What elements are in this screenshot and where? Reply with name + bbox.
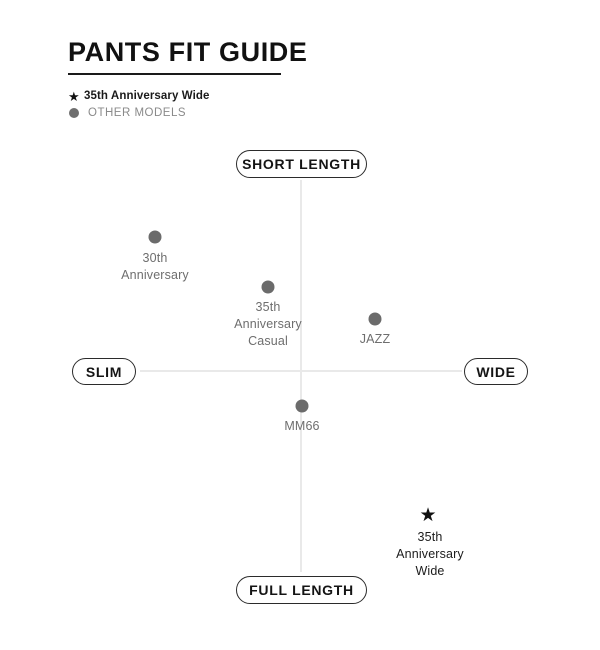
data-point-label: 35th Anniversary Casual <box>234 300 302 348</box>
axis-label-full-length: FULL LENGTH <box>236 576 367 604</box>
data-point-marker <box>261 280 275 294</box>
star-icon: ★ <box>419 505 437 527</box>
legend-item-secondary: OTHER MODELS <box>68 105 210 121</box>
data-point-label: 35th Anniversary Wide <box>396 530 464 578</box>
header: PANTS FIT GUIDE <box>68 37 498 75</box>
data-point-label: 30th Anniversary <box>121 251 189 282</box>
dot-icon <box>68 108 84 118</box>
title-underline <box>68 73 281 75</box>
legend: ★ 35th Anniversary Wide OTHER MODELS <box>68 88 210 122</box>
legend-item-label: 35th Anniversary Wide <box>84 90 210 102</box>
axis-label-slim: SLIM <box>72 358 136 385</box>
axis-label-short-length: SHORT LENGTH <box>236 150 367 178</box>
axis-vertical <box>300 180 302 572</box>
data-point-marker <box>368 312 382 326</box>
legend-item-label: OTHER MODELS <box>88 107 187 119</box>
legend-item-primary: ★ 35th Anniversary Wide <box>68 88 210 104</box>
data-point-marker <box>295 399 309 413</box>
data-point-marker <box>148 230 162 244</box>
axis-label-wide: WIDE <box>464 358 528 385</box>
page-title: PANTS FIT GUIDE <box>68 37 308 67</box>
star-icon: ★ <box>68 88 80 104</box>
data-point-label: MM66 <box>284 419 320 433</box>
data-point-label: JAZZ <box>359 332 391 346</box>
